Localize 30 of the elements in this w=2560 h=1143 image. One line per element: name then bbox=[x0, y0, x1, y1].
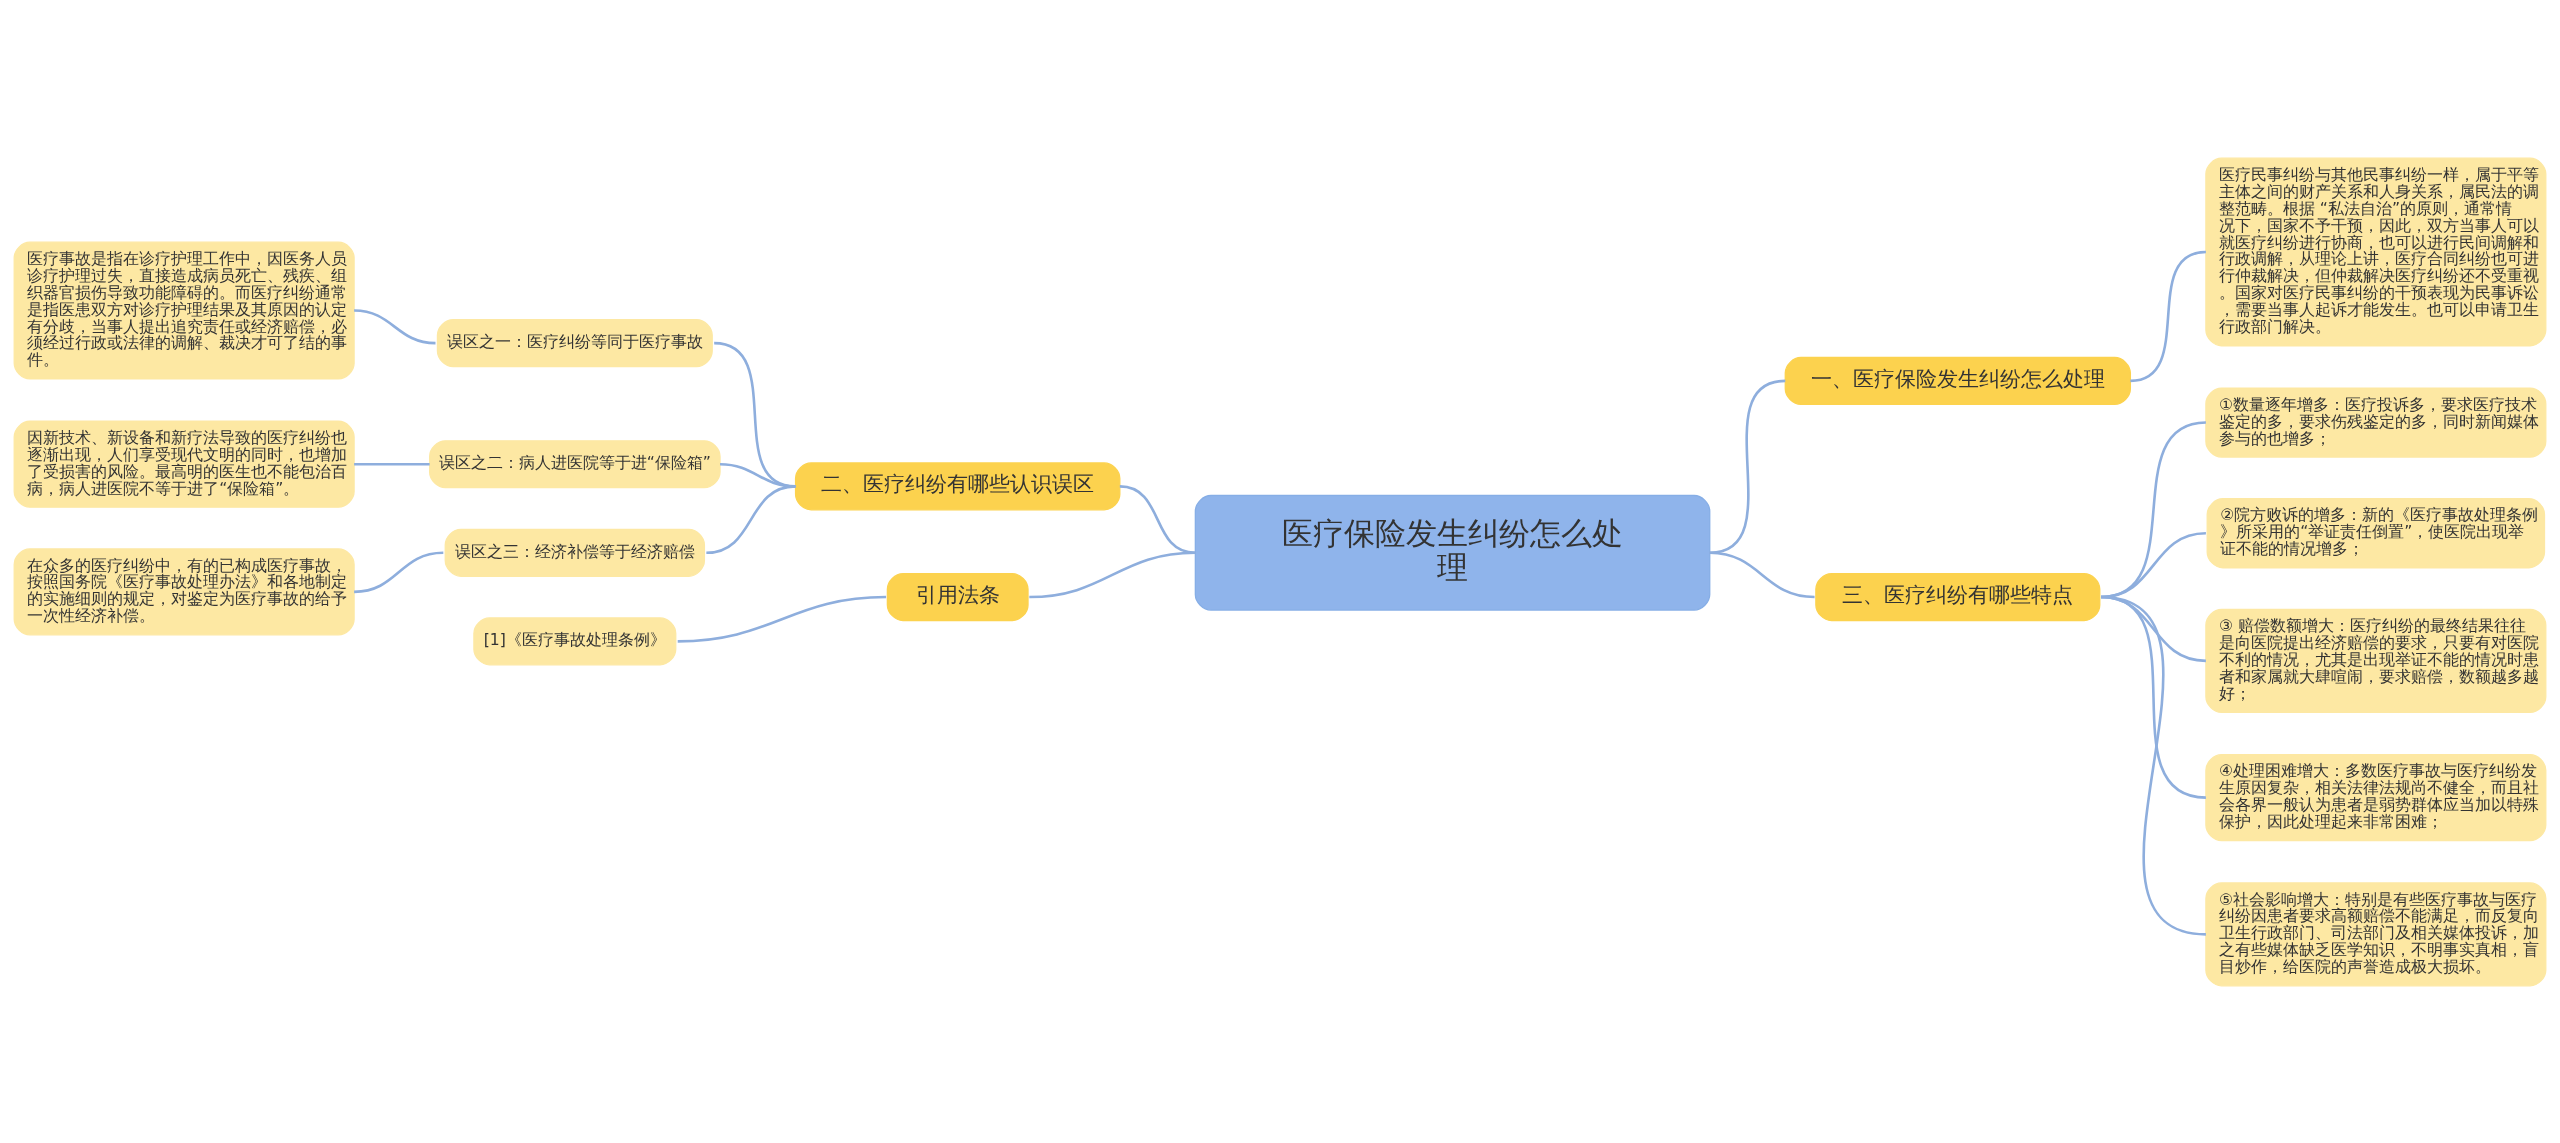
connector bbox=[2100, 595, 2207, 799]
node-box: 在众多的医疗纠纷中，有的已构成医疗事故，按照国务院《医疗事故处理办法》和各地制定的实施细则的规定，对鉴定为医疗事故的给予一次性经济补偿。 bbox=[13, 547, 355, 635]
node-box: ②院方败诉的增多：新的《医疗事故处理条例》所采用的“举证责任倒置”，使医院出现举证不能的情况增多； bbox=[2206, 497, 2546, 568]
connector bbox=[1709, 379, 1786, 554]
node-box: 二、医疗纠纷有哪些认识误区 bbox=[794, 461, 1121, 510]
connector bbox=[677, 595, 887, 643]
connector bbox=[2130, 250, 2207, 382]
node-box: 因新技术、新设备和新疗法导致的医疗纠纷也逐渐出现，人们享受现代文明的同时，也增加了受损害的风险。最高明的医生也不能包治百病，病人进医院不等于进了“保险箱”。 bbox=[13, 420, 355, 508]
node-box: 误区之一：医疗纠纷等同于医疗事故 bbox=[436, 318, 713, 367]
node-box: 医疗民事纠纷与其他民事纠纷一样，属于平等主体之间的财产关系和人身关系，属民法的调整范畴。根据 “私法自治”的原则，通常情况下，国家不予干预，因此，双方当事人可以就医疗纠纷进行协商，也可以进行民间调解和行政调解，从理论上讲，医疗合同纠纷也可进行仲裁解决，但仲裁解决医疗纠纷还不受重视。国家对医疗民事纠纷的干预表现为民事诉讼，需要当事人起诉才能发生。也可以申请卫生行政部门解决。 bbox=[2205, 157, 2547, 346]
node-box: ③ 赔偿数额增大：医疗纠纷的最终结果往往是向医院提出经济赔偿的要求，只要有对医院不利的情况，尤其是出现举证不能的情况时患者和家属就大肆喧闹，要求赔偿，数额越多越好； bbox=[2205, 608, 2547, 713]
connector bbox=[354, 462, 430, 466]
connector bbox=[2100, 595, 2207, 936]
connector bbox=[354, 308, 436, 344]
node-box: 医疗事故是指在诊疗护理工作中，因医务人员诊疗护理过失，直接造成病员死亡、残疾、组织器官损伤导致功能障碍的。而医疗纠纷通常是指医患双方对诊疗护理结果及其原因的认定有分歧，当事人提出追究责任或经济赔偿，必须经过行政或法律的调解、裁决才可了结的事件。 bbox=[13, 241, 355, 380]
connector bbox=[1029, 551, 1196, 598]
connector bbox=[354, 551, 444, 593]
node-box: ④处理困难增大：多数医疗事故与医疗纠纷发生原因复杂，相关法律法规尚不健全，而且社会各界一般认为患者是弱势群体应当加以特殊保护，因此处理起来非常困难； bbox=[2205, 753, 2547, 841]
node-box: 误区之二：病人进医院等于进“保险箱” bbox=[429, 439, 721, 488]
node-box: 误区之三：经济补偿等于经济赔偿 bbox=[444, 528, 706, 577]
node-box: 引用法条 bbox=[886, 572, 1029, 621]
node-box: 三、医疗纠纷有哪些特点 bbox=[1815, 572, 2101, 621]
node-box: 一、医疗保险发生纠纷怎么处理 bbox=[1784, 356, 2131, 405]
connector bbox=[706, 484, 796, 554]
connector bbox=[1119, 484, 1196, 554]
node-box: ⑤社会影响增大：特别是有些医疗事故与医疗纠纷因患者要求高额赔偿不能满足，而反复向卫生行政部门、司法部门及相关媒体投诉，加之有些媒体缺乏医学知识，不明事实真相，盲目炒作，给医院的声誉造成极大损坏。 bbox=[2205, 881, 2547, 986]
node-box: 医疗保险发生纠纷怎么处理 bbox=[1194, 494, 1711, 611]
node-box: [1]《医疗事故处理条例》 bbox=[473, 616, 677, 665]
connector bbox=[1709, 551, 1815, 598]
node-box: ①数量逐年增多：医疗投诉多，要求医疗技术鉴定的多，要求伤残鉴定的多，同时新闻媒体参与的也增多； bbox=[2205, 386, 2547, 458]
